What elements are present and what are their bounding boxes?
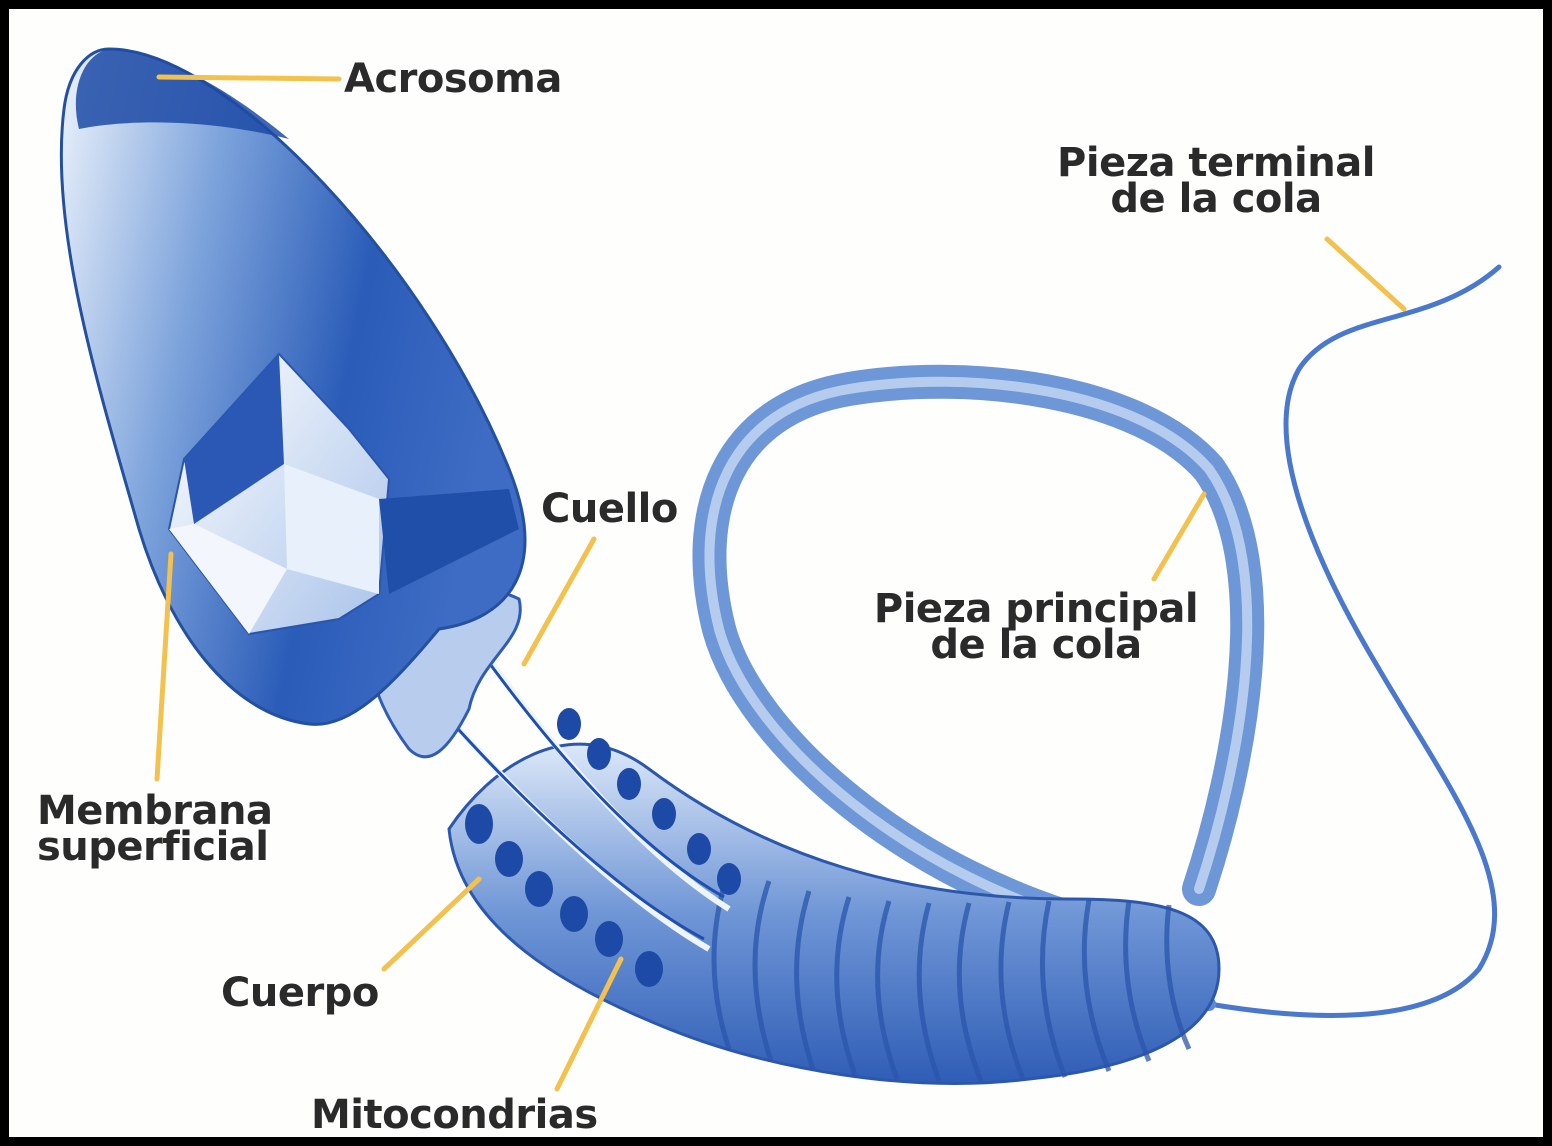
label-mitocondrias: Mitocondrias [311,1097,598,1133]
label-cuello: Cuello [541,491,678,527]
label-cuerpo: Cuerpo [221,975,379,1011]
label-membrana-superficial: Membrana superficial [37,793,272,865]
label-pieza-principal: Pieza principal de la cola [871,591,1201,663]
label-acrosoma: Acrosoma [344,61,562,97]
label-pieza-terminal: Pieza terminal de la cola [1051,145,1381,217]
